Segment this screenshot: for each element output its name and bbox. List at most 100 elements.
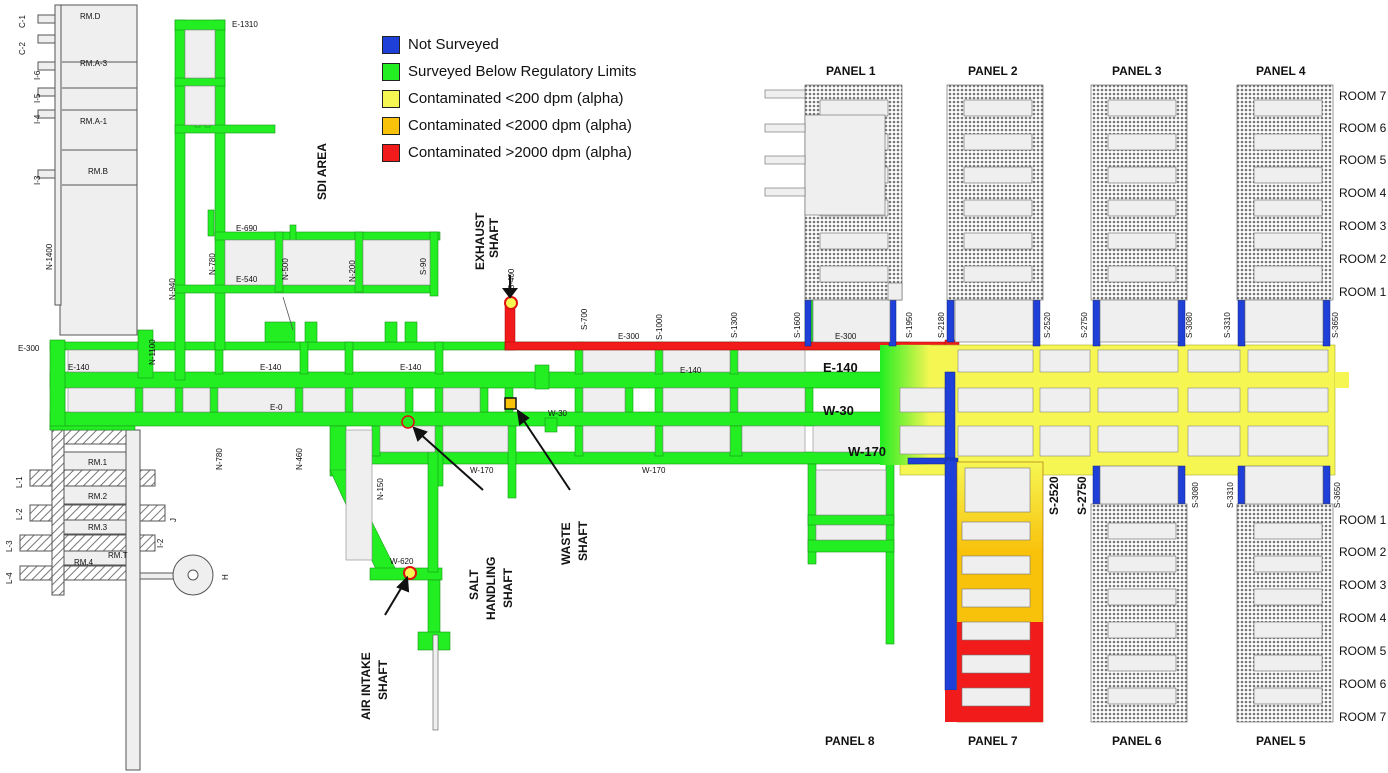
side-label: I-4: [33, 114, 42, 124]
grid-label: S-3650: [1331, 312, 1340, 338]
room-label: ROOM 3: [1339, 219, 1387, 233]
grid-label: E-140: [400, 363, 422, 372]
room-4-label: RM.4: [74, 558, 94, 567]
legend-label: Contaminated <2000 dpm (alpha): [408, 117, 632, 134]
exhaust-shaft-marker: [504, 296, 518, 310]
grid-label: S-700: [580, 308, 589, 330]
grid-label: S-90: [419, 258, 428, 275]
room-t-label: RM.T: [108, 551, 128, 560]
side-label: H: [221, 574, 230, 580]
grid-label: W-170: [470, 466, 494, 475]
salt-shaft-label-3: SHAFT: [501, 567, 515, 608]
grid-label: S-2180: [937, 312, 946, 338]
sdi-leader-line: [282, 296, 294, 331]
grid-label: N-780: [215, 448, 224, 470]
drift-w30-label: W-30: [823, 403, 854, 418]
rooms-top-labels: ROOM 7 ROOM 6 ROOM 5 ROOM 4 ROOM 3 ROOM …: [1339, 89, 1387, 299]
grid-label: E-140: [260, 363, 282, 372]
side-label: N-1400: [45, 243, 54, 270]
panel-5-label: PANEL 5: [1256, 734, 1306, 748]
room-label: ROOM 1: [1339, 513, 1387, 527]
side-label: I-3: [33, 175, 42, 185]
grid-label: N-200: [348, 260, 357, 282]
legend-swatch: [382, 116, 400, 135]
grid-label: E-0: [270, 403, 283, 412]
room-label: ROOM 5: [1339, 153, 1387, 167]
waste-shaft-label-2: SHAFT: [576, 520, 590, 561]
shaft-markers: [401, 296, 518, 580]
drift-e140-label: E-140: [823, 360, 858, 375]
room-label: ROOM 4: [1339, 186, 1387, 200]
grid-label: W-620: [390, 557, 414, 566]
room-label: ROOM 5: [1339, 644, 1387, 658]
legend-item-contaminated-200: Contaminated <200 dpm (alpha): [382, 85, 636, 112]
room-label: ROOM 2: [1339, 545, 1387, 559]
grid-label: S-1000: [655, 314, 664, 340]
grid-label: S-1300: [730, 312, 739, 338]
not-surveyed-drifts: [804, 299, 1331, 691]
grid-label: S-3650: [1333, 482, 1342, 508]
grid-label: E-1310: [232, 20, 258, 29]
grid-label: E-140: [68, 363, 90, 372]
room-1-label: RM.1: [88, 458, 108, 467]
legend-label: Not Surveyed: [408, 36, 499, 53]
panel-3-label: PANEL 3: [1112, 64, 1162, 78]
room-label: ROOM 4: [1339, 611, 1387, 625]
legend-swatch: [382, 89, 400, 108]
panel-4-label: PANEL 4: [1256, 64, 1306, 78]
grid-labels: E-1310 E-690 E-540 E-300 E-140 E-140 E-1…: [18, 20, 1342, 566]
south-rooms-block: [19, 429, 214, 771]
grid-label: N-500: [281, 258, 290, 280]
grid-label: S-3310: [1226, 482, 1235, 508]
grid-label: S-1950: [905, 312, 914, 338]
panels-top: [764, 84, 1334, 343]
grid-label: S-2750: [1075, 476, 1089, 515]
legend-item-not-surveyed: Not Surveyed: [382, 31, 636, 58]
grid-label: W-30: [548, 409, 568, 418]
grid-label: S-3080: [1191, 482, 1200, 508]
side-label: C-2: [18, 42, 27, 55]
room-label: ROOM 1: [1339, 285, 1387, 299]
legend-swatch: [382, 62, 400, 81]
room-3-label: RM.3: [88, 523, 108, 532]
side-label: L-4: [5, 572, 14, 584]
room-d-label: RM.D: [80, 12, 101, 21]
salt-shaft-label-1: SALT: [467, 569, 481, 600]
grid-label: S-1600: [793, 312, 802, 338]
side-label: I-2: [156, 538, 165, 548]
panels-bottom: [1090, 465, 1334, 723]
side-label: L-2: [15, 508, 24, 520]
sdi-area-label: SDI AREA: [315, 143, 329, 200]
panel-7-label: PANEL 7: [968, 734, 1018, 748]
legend-swatch: [382, 35, 400, 54]
panel-2-label: PANEL 2: [968, 64, 1018, 78]
drift-w170-label: W-170: [848, 444, 886, 459]
side-label: J: [169, 518, 178, 522]
room-a3-label: RM.A-3: [80, 59, 108, 68]
panel-8-label: PANEL 8: [825, 734, 875, 748]
salt-shaft-label-2: HANDLING: [484, 557, 498, 620]
grid-label: W-170: [642, 466, 666, 475]
legend-item-contaminated-over-2000: Contaminated >2000 dpm (alpha): [382, 139, 636, 166]
legend-item-contaminated-2000: Contaminated <2000 dpm (alpha): [382, 112, 636, 139]
grid-label: S-2750: [1080, 312, 1089, 338]
waste-shaft-label-1: WASTE: [559, 522, 573, 565]
room-b-label: RM.B: [88, 167, 108, 176]
side-label: C-1: [18, 15, 27, 28]
room-label: ROOM 3: [1339, 578, 1387, 592]
grid-label: S-400: [507, 268, 516, 290]
grid-label: E-540: [236, 275, 258, 284]
room-label: ROOM 7: [1339, 710, 1387, 724]
exhaust-shaft-label-1: EXHAUST: [473, 212, 487, 270]
grid-label: E-300: [18, 344, 40, 353]
grid-label: N-940: [168, 278, 177, 300]
legend-swatch: [382, 143, 400, 162]
panel-7-rooms: [945, 461, 1044, 723]
side-label: I-6: [33, 70, 42, 80]
left-side-labels: C-1 C-2 I-6 I-5 I-4 I-3 N-1400 L-1 L-2 L…: [5, 15, 230, 584]
grid-label: N-1100: [148, 339, 157, 365]
grid-label: S-3310: [1223, 312, 1232, 338]
room-2-label: RM.2: [88, 492, 108, 501]
room-label: ROOM 6: [1339, 677, 1387, 691]
